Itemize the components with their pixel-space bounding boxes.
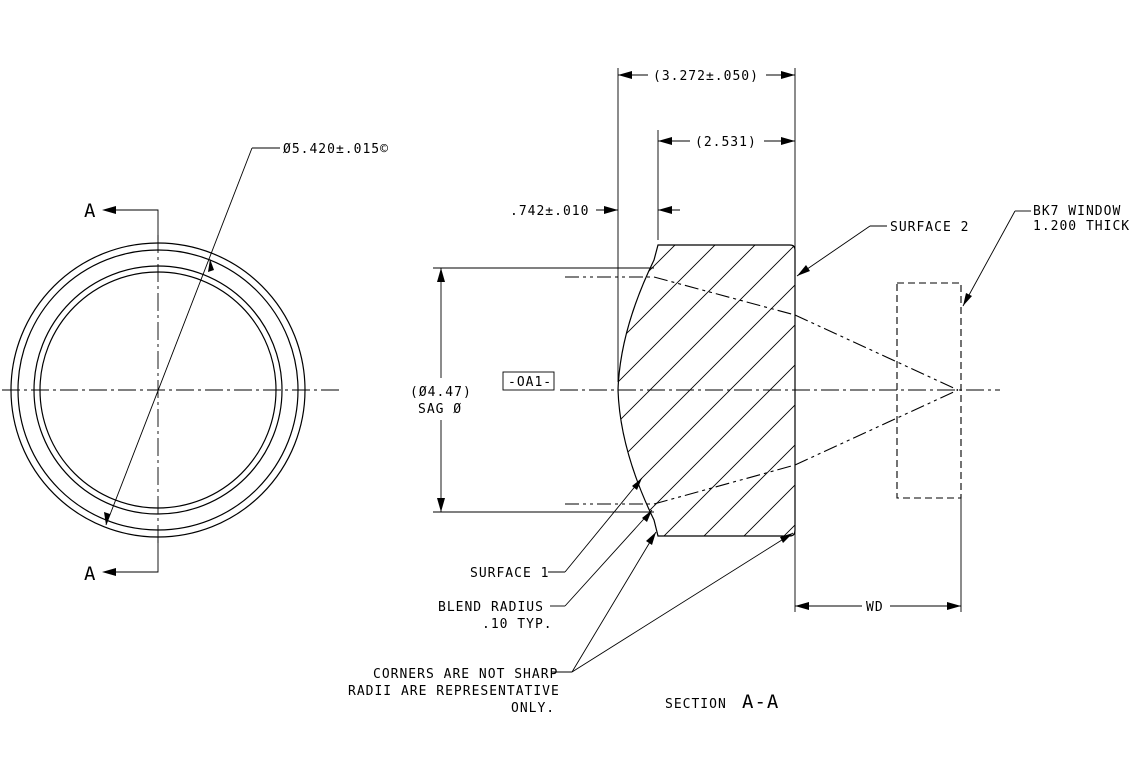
diameter-leader: [105, 147, 253, 526]
datum-box: [502, 371, 555, 391]
ray-bottom-inner: [653, 464, 796, 505]
wd-label: WD: [866, 600, 884, 615]
section-hatch: [618, 245, 795, 536]
section-view: (3.272±.050) (2.531) .742±.010 (Ø4.47) S…: [348, 68, 1130, 716]
corners-note-1: CORNERS ARE NOT SHARP: [373, 667, 558, 682]
section-title: SECTION: [665, 697, 727, 712]
sag-diameter-dim-1: (Ø4.47): [410, 385, 472, 400]
section-letters: A-A: [742, 691, 779, 713]
surface-1-label: SURFACE 1: [470, 566, 549, 581]
section-cut-top: [105, 209, 159, 240]
blend-radius-label-1: BLEND RADIUS: [438, 600, 544, 615]
front-view: Ø5.420±.015© A A: [2, 142, 389, 585]
outer-diameter-label: Ø5.420±.015©: [283, 142, 389, 157]
body-length-dim: (2.531): [695, 135, 757, 150]
section-letter-top: A: [84, 200, 96, 222]
ray-top-outer: [794, 314, 959, 391]
ray-bottom-outer: [794, 389, 959, 466]
lens-body-outline: [617, 244, 796, 537]
sag-diameter-dim-2: SAG Ø: [418, 402, 462, 417]
corners-note-2: RADII ARE REPRESENTATIVE: [348, 684, 560, 699]
surface-2-label: SURFACE 2: [890, 220, 969, 235]
window-label-1: BK7 WINDOW: [1033, 204, 1121, 219]
section-letter-bottom: A: [84, 563, 96, 585]
blend-radius-label-2: .10 TYP.: [482, 617, 553, 632]
corners-note-3: ONLY.: [511, 701, 555, 716]
window-label-2: 1.200 THICK: [1033, 219, 1130, 234]
flange-thickness-dim: .742±.010: [510, 204, 589, 219]
ray-top-inner: [653, 276, 796, 316]
overall-length-dim: (3.272±.050): [653, 69, 759, 84]
datum-label: -OA1-: [508, 375, 552, 390]
section-cut-bottom: [105, 540, 159, 573]
bk7-window: [896, 282, 962, 499]
